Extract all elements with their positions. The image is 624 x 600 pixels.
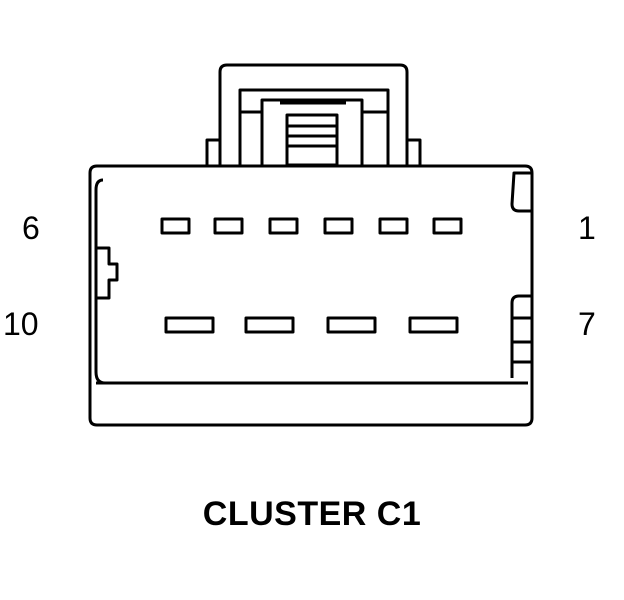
pin-5 [213,217,244,235]
pin-4 [268,217,299,235]
pin-3 [323,217,354,235]
pin-6 [160,217,191,235]
pin-label-bottom-left: 10 [3,306,39,342]
pin-8 [326,316,377,334]
connector-latch [205,63,422,167]
pin-7 [408,316,459,334]
pin-label-top-left: 6 [22,210,40,246]
pin-label-top-right: 1 [578,210,596,246]
pin-2 [378,217,409,235]
pin-1 [432,217,463,235]
pin-9 [244,316,295,334]
connector-housing [88,164,534,427]
pin-row-bottom [164,316,459,334]
pin-label-bottom-right: 7 [578,306,596,342]
pin-10 [164,316,215,334]
connector-caption: CLUSTER C1 [202,495,422,533]
pin-row-top [160,217,463,235]
